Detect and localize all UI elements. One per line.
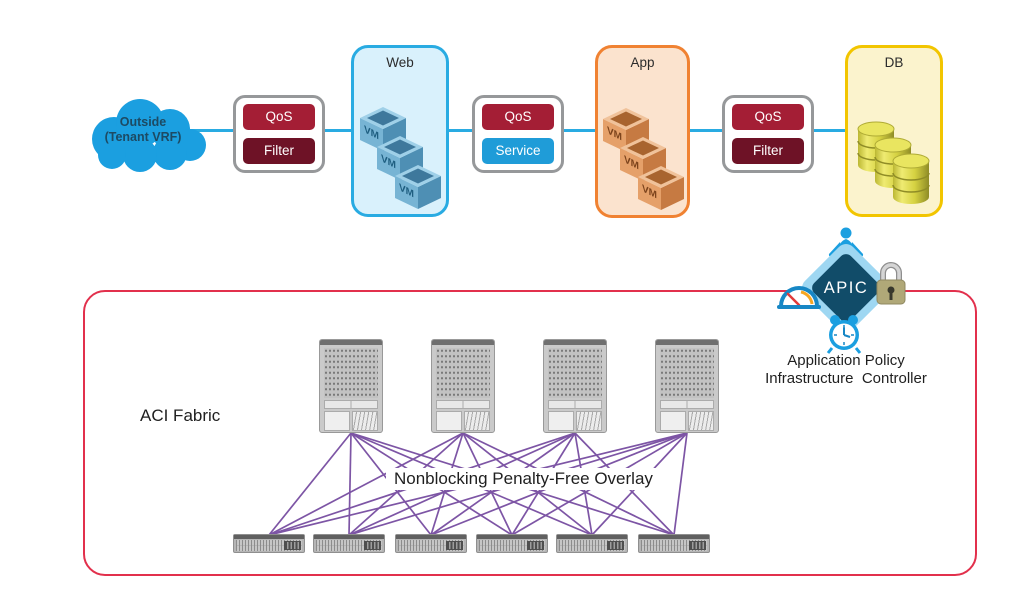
vm-cube-icon: VM (638, 166, 684, 210)
spine-vent-grid (436, 348, 490, 398)
leaf-vent-grid (559, 540, 625, 551)
tier-app-label: App (630, 55, 655, 70)
leaf-port-block (446, 541, 463, 550)
leaf-top-bezel (557, 535, 627, 539)
filter-badge: Filter (732, 138, 804, 164)
contract-web-app: QoS Service (472, 95, 564, 173)
spine-top-bezel (544, 340, 606, 345)
spine-line-cards (548, 400, 602, 409)
leaf-switch (395, 534, 467, 553)
spine-fan-panel (352, 411, 378, 431)
spine-line-cards (660, 400, 714, 409)
spine-vent-grid (548, 348, 602, 398)
spine-fan-panel (576, 411, 602, 431)
leaf-port-block (689, 541, 706, 550)
leaf-vent-grid (236, 540, 302, 551)
spine-lower-bay (660, 411, 714, 431)
overlay-label: Nonblocking Penalty-Free Overlay (386, 468, 661, 490)
spine-psu-panel (436, 411, 462, 431)
cloud-icon (92, 99, 206, 172)
apic-caption-line2: Infrastructure Controller (765, 370, 927, 387)
leaf-top-bezel (477, 535, 547, 539)
vm-cube-icon: VM (395, 165, 441, 209)
spine-psu-panel (660, 411, 686, 431)
leaf-vent-grid (316, 540, 382, 551)
contract-outside-web: QoS Filter (233, 95, 325, 173)
outside-cloud-label-line1: Outside (119, 115, 167, 129)
spine-switch (319, 339, 383, 433)
service-badge: Service (482, 138, 554, 164)
leaf-vent-grid (398, 540, 464, 551)
spine-switch (655, 339, 719, 433)
database-icon (892, 153, 930, 204)
tier-web-label: Web (386, 55, 414, 70)
apic-label: APIC (823, 279, 869, 297)
outside-cloud: Outside (Tenant VRF) (78, 93, 208, 173)
leaf-top-bezel (234, 535, 304, 539)
leaf-switch (638, 534, 710, 553)
leaf-switch (313, 534, 385, 553)
leaf-port-block (364, 541, 381, 550)
leaf-top-bezel (396, 535, 466, 539)
leaf-top-bezel (639, 535, 709, 539)
leaf-vent-grid (641, 540, 707, 551)
spine-line-cards (324, 400, 378, 409)
alarm-clock-icon (826, 315, 862, 354)
spine-vent-grid (324, 348, 378, 398)
spine-fan-panel (688, 411, 714, 431)
apic-badge: APIC Application Policy Infrastructure C… (746, 226, 946, 392)
spine-psu-panel (548, 411, 574, 431)
spine-switch (431, 339, 495, 433)
spine-switch (543, 339, 607, 433)
aci-fabric-label: ACI Fabric (140, 406, 221, 425)
gauge-icon (777, 286, 821, 309)
spine-top-bezel (320, 340, 382, 345)
qos-badge: QoS (732, 104, 804, 130)
lock-icon (876, 262, 906, 305)
leaf-port-block (607, 541, 624, 550)
tier-app: App VM VM VM (595, 45, 690, 218)
spine-vent-grid (660, 348, 714, 398)
spine-top-bezel (656, 340, 718, 345)
qos-badge: QoS (243, 104, 315, 130)
outside-cloud-label: Outside (Tenant VRF) (78, 115, 208, 145)
spine-top-bezel (432, 340, 494, 345)
spine-lower-bay (436, 411, 490, 431)
leaf-switch (233, 534, 305, 553)
tier-db-label: DB (884, 55, 904, 70)
tier-web: Web VM VM VM (351, 45, 449, 217)
spine-line-cards (436, 400, 490, 409)
leaf-port-block (284, 541, 301, 550)
contract-app-db: QoS Filter (722, 95, 814, 173)
qos-badge: QoS (482, 104, 554, 130)
vm-cube-icon: VM (603, 108, 649, 152)
leaf-switch (556, 534, 628, 553)
spine-lower-bay (548, 411, 602, 431)
leaf-switch (476, 534, 548, 553)
spine-lower-bay (324, 411, 378, 431)
tier-db: DB (845, 45, 943, 217)
filter-badge: Filter (243, 138, 315, 164)
apic-caption-line1: Application Policy (787, 352, 905, 369)
spine-psu-panel (324, 411, 350, 431)
leaf-top-bezel (314, 535, 384, 539)
leaf-port-block (527, 541, 544, 550)
spine-fan-panel (464, 411, 490, 431)
outside-cloud-label-line2: (Tenant VRF) (104, 130, 182, 144)
leaf-vent-grid (479, 540, 545, 551)
